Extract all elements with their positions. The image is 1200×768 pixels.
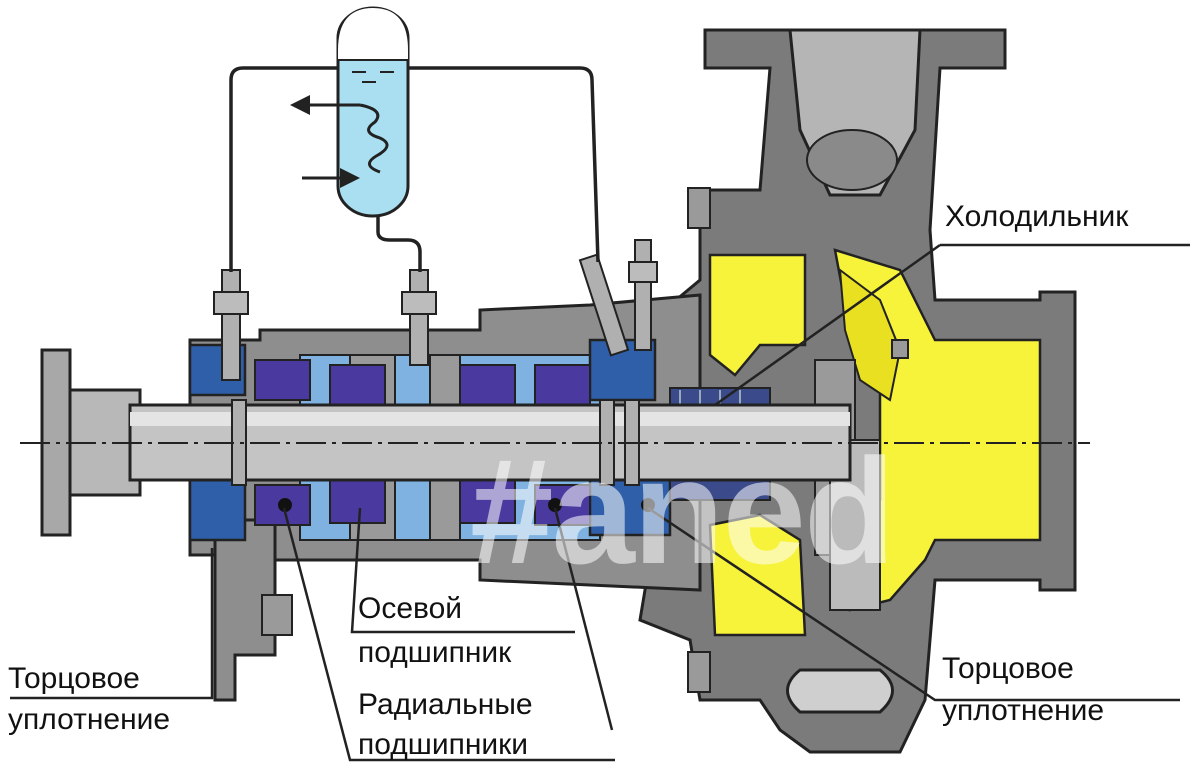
bolts: [261, 187, 909, 693]
label-left-seal-line1: Торцовое: [8, 662, 140, 695]
fittings: [213, 239, 658, 381]
label-radial-bearings-line1: Радиальные: [358, 688, 533, 721]
label-right-seal-line1: Торцовое: [942, 652, 1074, 685]
impeller: [708, 248, 1042, 637]
label-cooler: Холодильник: [945, 200, 1129, 233]
label-axial-bearing-line2: подшипник: [358, 636, 512, 669]
label-left-seal-line2: уплотнение: [8, 703, 171, 736]
leader-lines: [10, 243, 1190, 762]
label-right-seal-line2: уплотнение: [942, 694, 1105, 727]
cooling-loop: [229, 66, 600, 272]
watermark: #aned: [470, 427, 896, 595]
label-axial-bearing-line1: Осевой: [358, 592, 463, 625]
expansion-tank: [290, 6, 410, 218]
right-mechanical-seal: [588, 338, 672, 537]
label-radial-bearings-line2: подшипники: [358, 728, 529, 761]
